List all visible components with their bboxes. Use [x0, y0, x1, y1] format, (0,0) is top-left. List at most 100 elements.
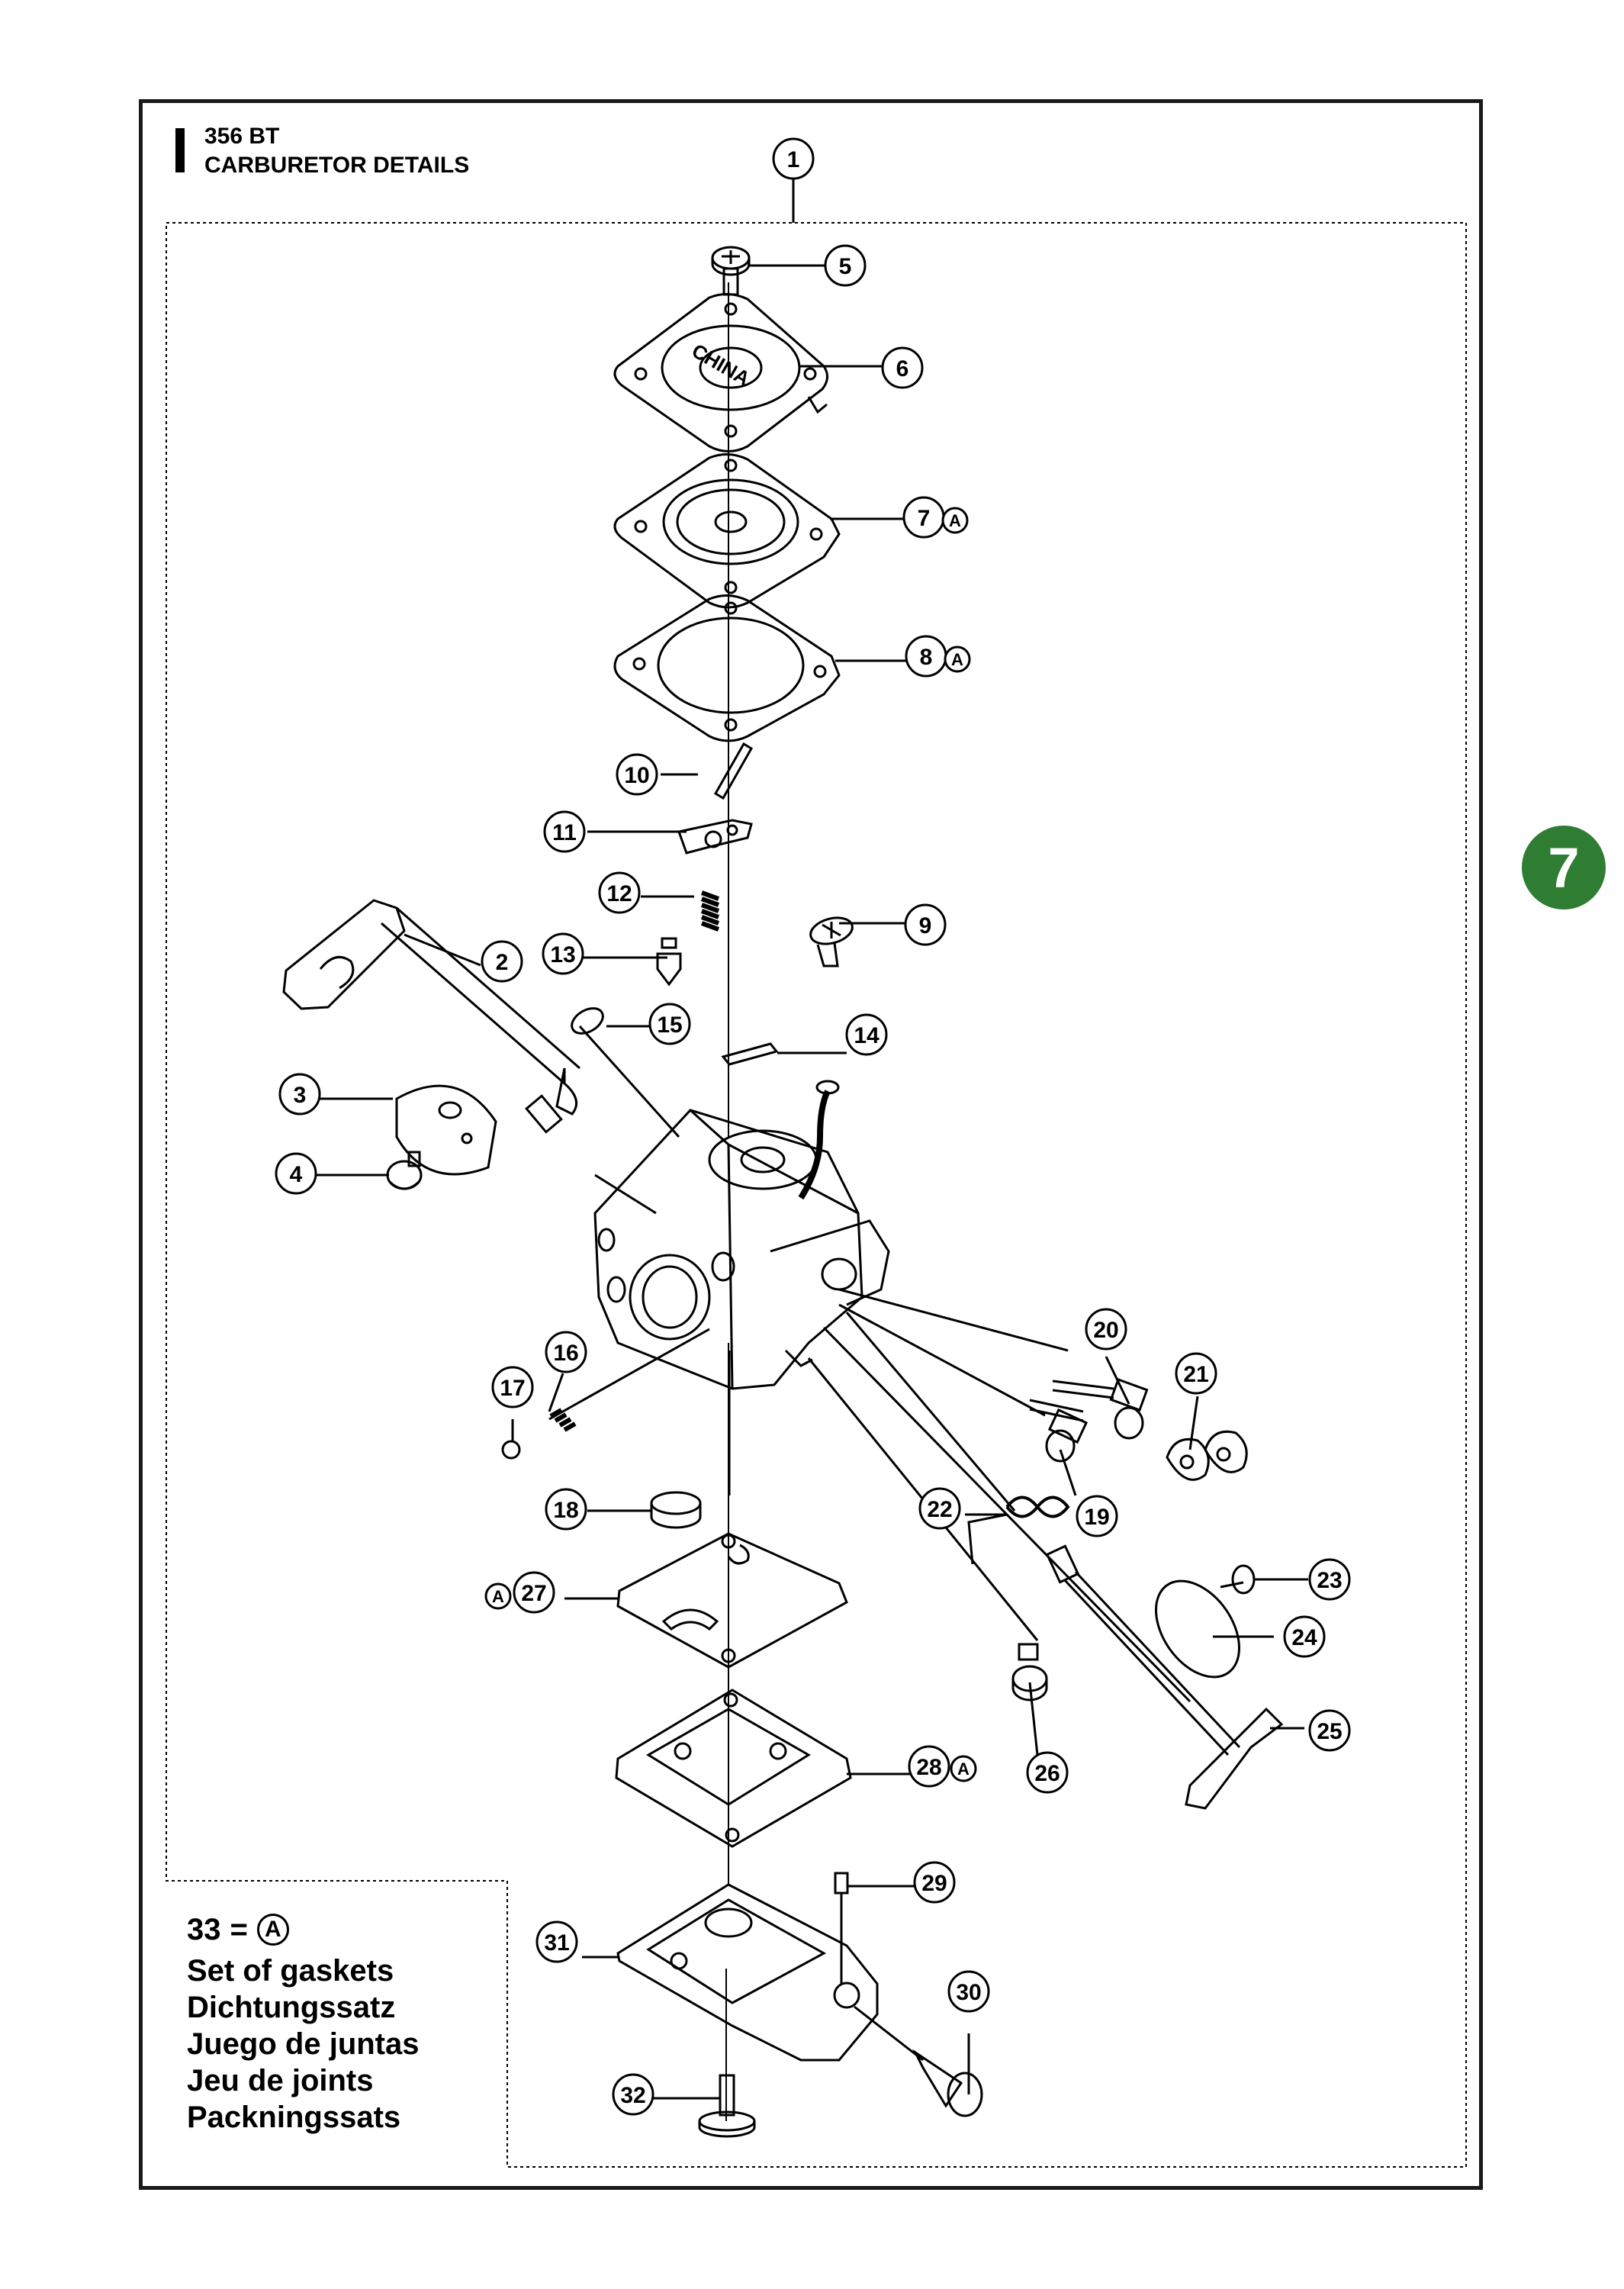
- svg-text:13: 13: [550, 942, 575, 967]
- callout-22: 22: [918, 1487, 961, 1530]
- callout-9: 9: [904, 903, 947, 946]
- pump-gasket-part-8: [613, 594, 841, 742]
- svg-text:17: 17: [500, 1376, 525, 1401]
- legend-item-number: 33: [187, 1913, 221, 1946]
- svg-text:8: 8: [920, 645, 933, 670]
- svg-text:3: 3: [294, 1083, 307, 1108]
- adjust-needle-part-20: [1052, 1378, 1149, 1440]
- callout-23: 23: [1308, 1558, 1351, 1601]
- callout-31: 31: [535, 1920, 578, 1963]
- svg-text:A: A: [951, 650, 963, 669]
- ball-part-17: [501, 1440, 521, 1460]
- cover-label: CHINA: [688, 339, 754, 390]
- screw-part-9: [809, 916, 854, 967]
- svg-text:1: 1: [787, 147, 800, 172]
- choke-shaft-part-25: [1045, 1544, 1284, 1810]
- callout-20: 20: [1085, 1308, 1127, 1351]
- plug-part-18: [650, 1491, 702, 1529]
- svg-text:12: 12: [606, 881, 632, 906]
- choke-plate-part-24: [1154, 1579, 1241, 1679]
- svg-text:29: 29: [921, 1871, 947, 1896]
- page-title: 356 BT CARBURETOR DETAILS: [204, 122, 469, 180]
- svg-text:6: 6: [896, 356, 909, 382]
- screw-part-23: [1220, 1564, 1256, 1595]
- svg-text:A: A: [957, 1759, 970, 1779]
- svg-text:5: 5: [839, 254, 852, 279]
- pump-cover-part-6: [613, 293, 828, 452]
- needle-valve-part-13: [656, 937, 682, 987]
- callout-14: 14: [845, 1013, 888, 1056]
- screw-part-30: [854, 2005, 983, 2117]
- legend-line-es: Juego de juntas: [187, 2027, 420, 2061]
- callout-8: 8: [905, 635, 947, 678]
- washer-part-15: [571, 1007, 604, 1035]
- svg-text:20: 20: [1093, 1318, 1118, 1343]
- callout-15: 15: [648, 1003, 691, 1045]
- section-name: CARBURETOR DETAILS: [204, 153, 470, 178]
- metering-diaphragm-part-27: [616, 1532, 848, 1669]
- svg-text:31: 31: [544, 1930, 569, 1956]
- svg-text:25: 25: [1317, 1719, 1342, 1744]
- metering-cover-part-31: [616, 1883, 879, 2062]
- callout-5: 5: [824, 244, 867, 287]
- gasket-set-legend: 33 = A Set of gaskets Dichtungssatz Jueg…: [187, 1911, 420, 2136]
- kit-marker-7: A: [941, 507, 969, 534]
- torsion-spring-part-22: [967, 1495, 1070, 1565]
- svg-text:22: 22: [927, 1497, 952, 1522]
- legend-line-fr: Jeu de joints: [187, 2064, 374, 2097]
- svg-text:15: 15: [657, 1013, 682, 1038]
- model-name: 356 BT: [204, 124, 280, 149]
- svg-text:18: 18: [553, 1498, 578, 1523]
- callout-32: 32: [612, 2073, 654, 2116]
- svg-text:10: 10: [624, 763, 649, 788]
- throttle-shaft-part-2: [282, 899, 580, 1134]
- callout-1: 1: [772, 137, 815, 180]
- throttle-plate-part-3: [395, 1084, 497, 1176]
- svg-text:26: 26: [1034, 1761, 1060, 1786]
- callout-11: 11: [543, 810, 586, 853]
- callout-2: 2: [481, 940, 523, 983]
- svg-text:19: 19: [1084, 1505, 1109, 1530]
- callout-21: 21: [1175, 1352, 1217, 1395]
- carburetor-body: [593, 1080, 890, 1390]
- spring-part-16: [549, 1408, 577, 1432]
- screw-part-32: [698, 2074, 756, 2138]
- svg-text:14: 14: [854, 1023, 880, 1048]
- legend-kit-marker: A: [256, 1914, 289, 1946]
- svg-text:2: 2: [496, 950, 509, 975]
- title-bar: [175, 128, 185, 172]
- callout-10: 10: [616, 753, 658, 796]
- callout-25: 25: [1308, 1709, 1351, 1752]
- legend-line-en: Set of gaskets: [187, 1954, 394, 1988]
- legend-line-de: Dichtungssatz: [187, 1991, 396, 2024]
- page-number-badge: 7: [1522, 826, 1606, 909]
- callout-24: 24: [1283, 1615, 1326, 1658]
- callout-12: 12: [598, 871, 641, 914]
- callout-29: 29: [913, 1861, 956, 1904]
- callout-28: 28: [908, 1745, 950, 1788]
- assembly-boundary: [166, 222, 1467, 2168]
- callout-30: 30: [947, 1970, 990, 2013]
- page-frame: [139, 99, 1483, 2190]
- kit-marker-28: A: [950, 1755, 977, 1782]
- legend-equals: =: [230, 1913, 248, 1946]
- svg-text:4: 4: [290, 1162, 303, 1187]
- kit-marker-8: A: [944, 645, 971, 673]
- strip-part-14: [721, 1042, 779, 1066]
- metering-lever-part-11: [677, 819, 753, 855]
- limiter-cap-part-21: [1166, 1430, 1248, 1481]
- svg-text:A: A: [492, 1587, 504, 1606]
- callout-17: 17: [491, 1366, 534, 1408]
- callout-18: 18: [545, 1488, 587, 1531]
- callout-13: 13: [542, 932, 584, 975]
- svg-text:24: 24: [1291, 1625, 1317, 1650]
- kit-marker-27: A: [484, 1582, 512, 1610]
- callout-19: 19: [1076, 1495, 1118, 1537]
- svg-text:27: 27: [521, 1581, 546, 1606]
- legend-line-sv: Packningssats: [187, 2101, 401, 2134]
- svg-text:11: 11: [552, 820, 577, 845]
- svg-text:9: 9: [919, 913, 932, 938]
- svg-text:30: 30: [956, 1980, 981, 2005]
- pump-diaphragm-part-7: [613, 453, 841, 609]
